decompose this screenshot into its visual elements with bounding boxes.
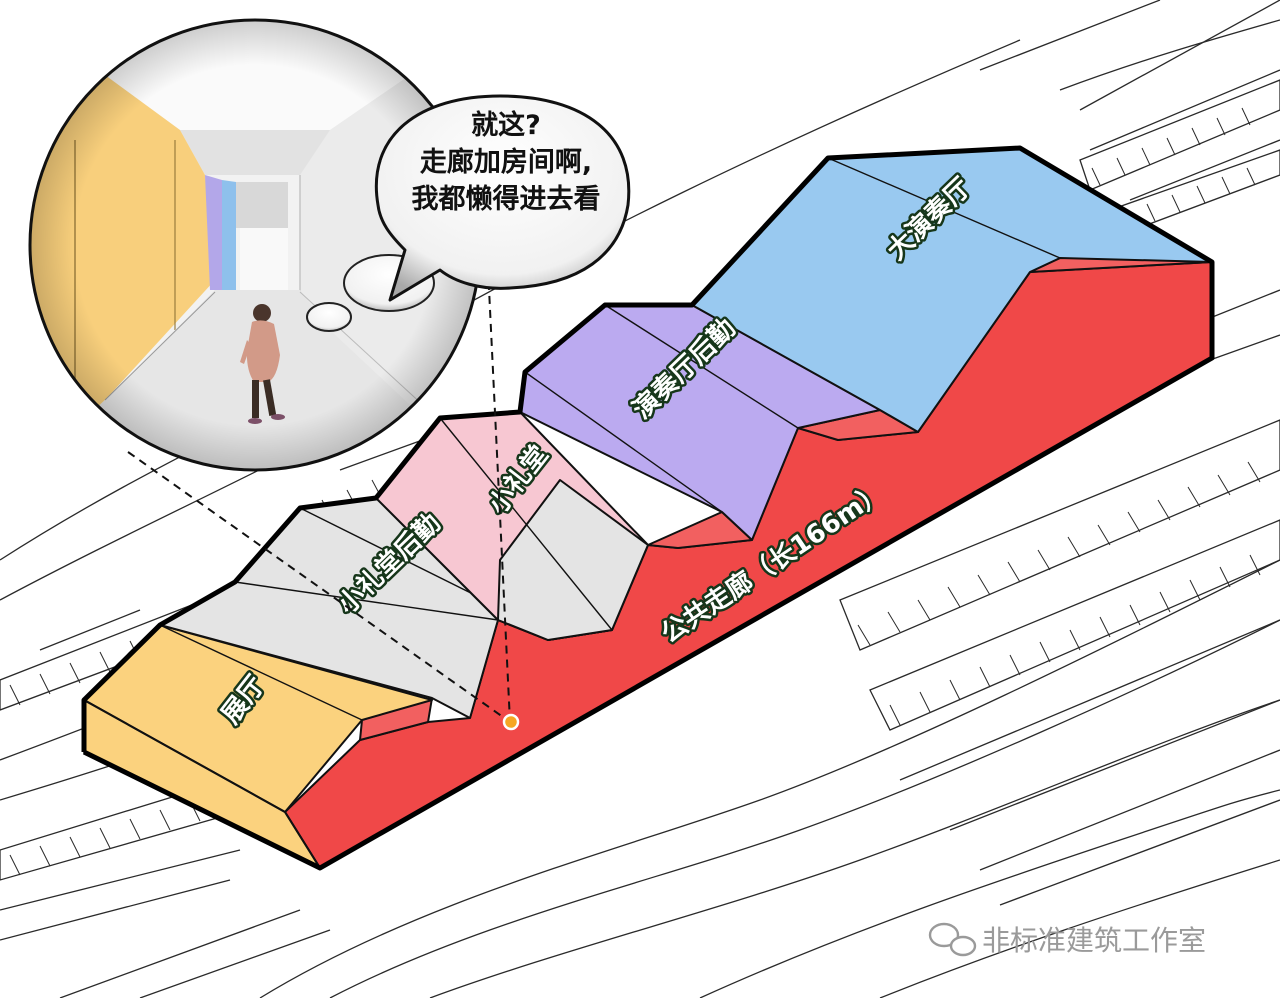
speech-line-3: 我都懒得进去看 xyxy=(412,184,601,215)
watermark-text: 非标准建筑工作室 xyxy=(982,924,1206,957)
watermark: 非标准建筑工作室 xyxy=(930,924,1206,957)
speech-line-1: 就这? xyxy=(471,109,541,141)
wechat-icon xyxy=(930,924,975,955)
speech-bubble: 就这? 走廊加房间啊, 我都懒得进去看 xyxy=(376,96,628,300)
speech-line-2: 走廊加房间啊, xyxy=(420,146,592,178)
location-marker xyxy=(504,715,518,729)
